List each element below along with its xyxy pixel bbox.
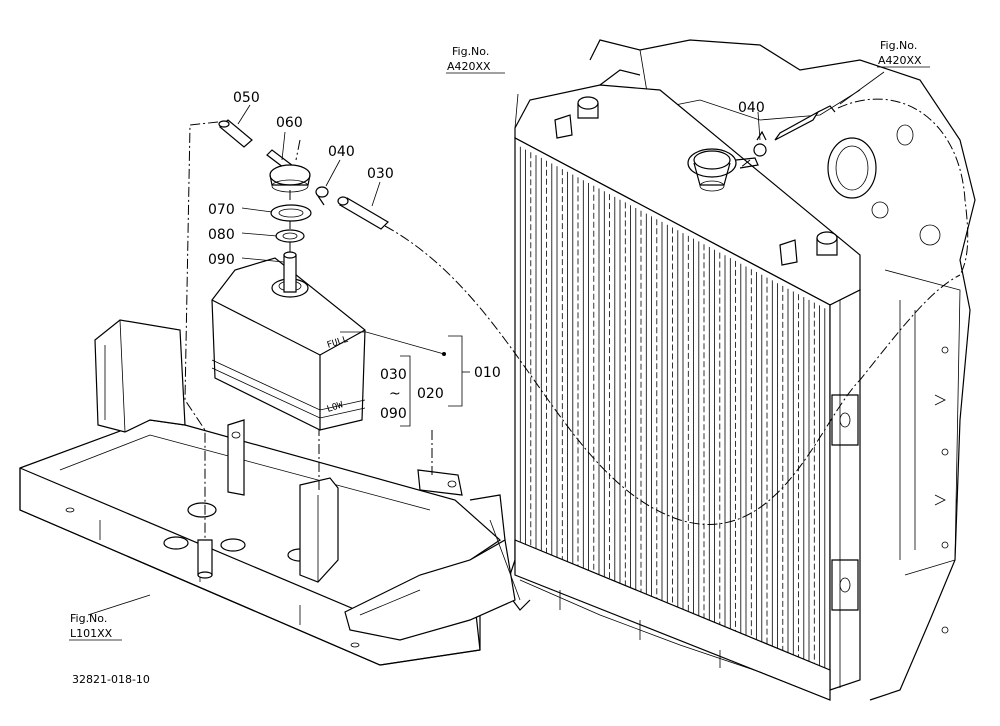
range-tilde: ~ bbox=[389, 386, 401, 402]
callout-060: 060 bbox=[276, 115, 303, 131]
tank-low-mark: LOW bbox=[326, 400, 345, 415]
callout-labels: 050 060 040 030 070 080 090 010 020 030 … bbox=[208, 90, 765, 422]
routing-lines bbox=[184, 98, 969, 540]
range-start: 030 bbox=[380, 367, 407, 383]
fig-ref-top-right-code: A420XX bbox=[878, 54, 922, 67]
callout-070: 070 bbox=[208, 202, 235, 218]
mounting-frame bbox=[19, 319, 521, 666]
fig-ref-top-right-label: Fig.No. bbox=[880, 39, 917, 52]
radiator-assembly bbox=[504, 39, 976, 701]
callout-050: 050 bbox=[233, 90, 260, 106]
callout-010: 010 bbox=[474, 365, 501, 381]
fig-ref-bottom-left-code: L101XX bbox=[70, 627, 113, 640]
callout-040-right: 040 bbox=[738, 100, 765, 116]
range-end: 090 bbox=[380, 406, 407, 422]
callout-040-left: 040 bbox=[328, 144, 355, 160]
assembly-dot bbox=[442, 352, 446, 356]
callout-080: 080 bbox=[208, 227, 235, 243]
callout-020: 020 bbox=[417, 386, 444, 402]
callout-030: 030 bbox=[367, 166, 394, 182]
figure-references: Fig.No. A420XX Fig.No. A420XX Fig.No. L1… bbox=[69, 39, 930, 641]
drawing-number: 32821-018-10 bbox=[72, 673, 150, 686]
callout-090: 090 bbox=[208, 252, 235, 268]
exploded-parts bbox=[218, 105, 836, 293]
fig-ref-bottom-left-label: Fig.No. bbox=[70, 612, 107, 625]
fig-ref-top-middle-label: Fig.No. bbox=[452, 45, 489, 58]
leader-lines bbox=[87, 71, 885, 616]
fig-ref-top-middle-code: A420XX bbox=[447, 60, 491, 73]
reserve-tank: FULL LOW bbox=[211, 257, 366, 431]
